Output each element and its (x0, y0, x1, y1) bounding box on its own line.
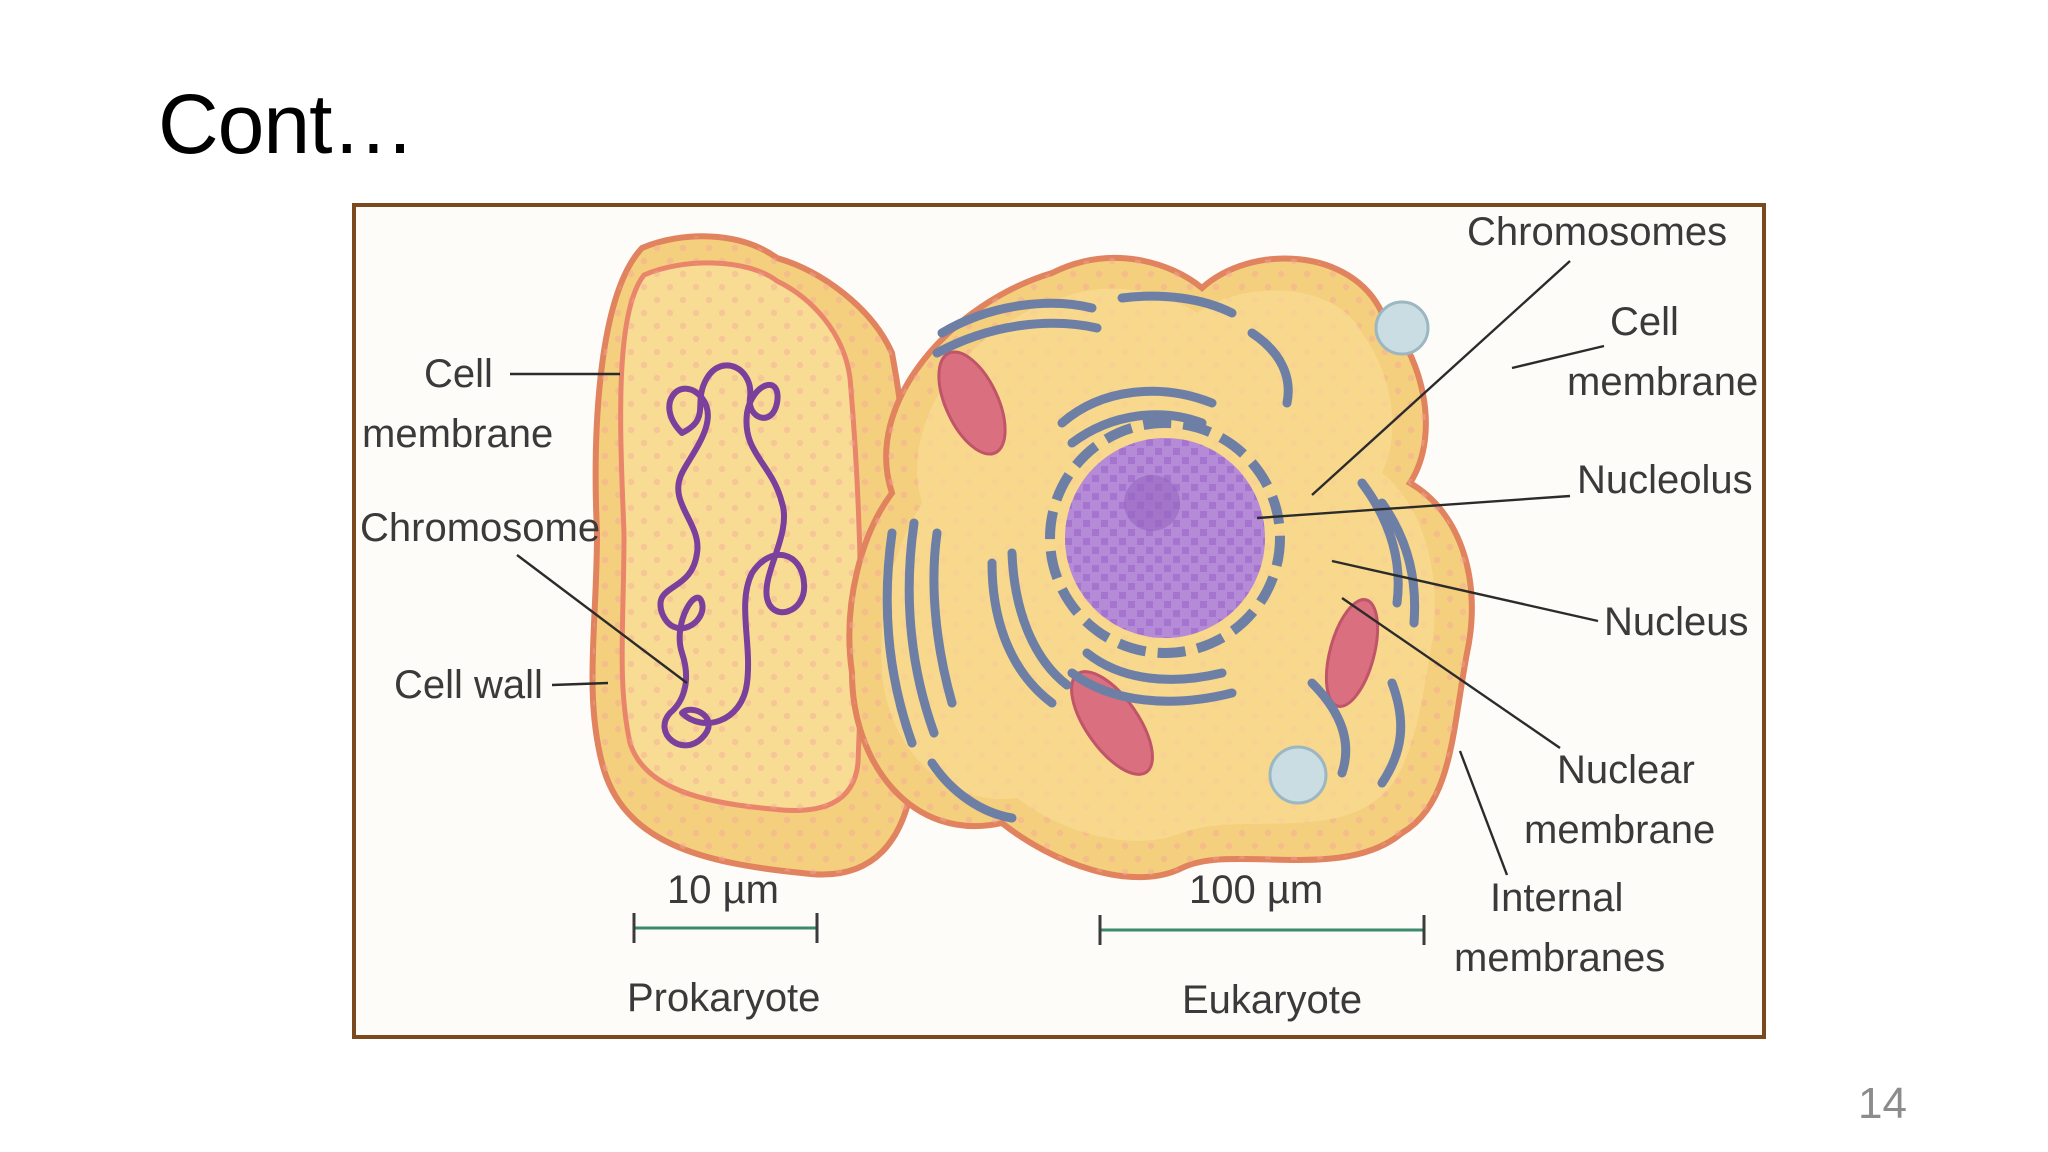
vacuole (1374, 300, 1430, 356)
euk-nucleus-leader (1331, 559, 1599, 623)
prok-cell-wall-leader (551, 681, 609, 687)
euk-nucleolus-leader (1256, 494, 1571, 520)
mitochondrion (1324, 598, 1380, 708)
page-number: 14 (1858, 1079, 1907, 1128)
vacuole (1268, 745, 1328, 805)
euk-nuclear-membrane-label-1: Nuclear (1557, 748, 1695, 792)
euk-nucleus-label: Nucleus (1604, 600, 1749, 644)
slide-title: Cont… (158, 77, 415, 171)
prok-scale-bar-label: 10 µm (667, 868, 779, 912)
euk-nuclear-membrane-leader (1341, 597, 1561, 749)
prok-cell-membrane-label-2: membrane (362, 412, 553, 456)
prok-chromosome-label: Chromosome (360, 506, 600, 550)
eukaryote-caption: Eukaryote (1182, 978, 1362, 1022)
nuclear-membrane (1045, 418, 1285, 658)
euk-internal-membranes-leader (1458, 750, 1509, 876)
prok-cell-wall-label: Cell wall (394, 663, 543, 707)
euk-chromosomes-label: Chromosomes (1467, 210, 1727, 254)
euk-cell-membrane-label-2: membrane (1567, 360, 1758, 404)
prokaryote-chromosome (657, 362, 808, 749)
euk-internal-membranes-label-2: membranes (1454, 936, 1665, 980)
euk-nuclear-membrane-label-2: membrane (1524, 808, 1715, 852)
euk-cell-membrane-leader (1511, 344, 1605, 370)
prokaryote-cell (589, 233, 922, 878)
nucleolus (1124, 475, 1180, 531)
mitochondrion (937, 350, 1007, 456)
eukaryote-cell (846, 254, 1475, 881)
euk-internal-membranes-label-1: Internal (1490, 876, 1623, 920)
prok-cell-membrane-label-1: Cell (424, 352, 493, 396)
prokaryote-caption: Prokaryote (627, 976, 820, 1020)
euk-scale-bar-label: 100 µm (1189, 868, 1323, 912)
euk-chromosomes-leader (1311, 260, 1571, 496)
euk-cell-membrane-label-1: Cell (1610, 300, 1679, 344)
cell-comparison-figure: Cell membrane Chromosome Cell wall 10 µm… (352, 203, 1766, 1039)
cell-diagram-svg: Cell membrane Chromosome Cell wall 10 µm… (352, 203, 1766, 1039)
prok-chromosome-leader (516, 554, 688, 684)
internal-membranes (882, 291, 1420, 823)
euk-nucleolus-label: Nucleolus (1577, 458, 1753, 502)
